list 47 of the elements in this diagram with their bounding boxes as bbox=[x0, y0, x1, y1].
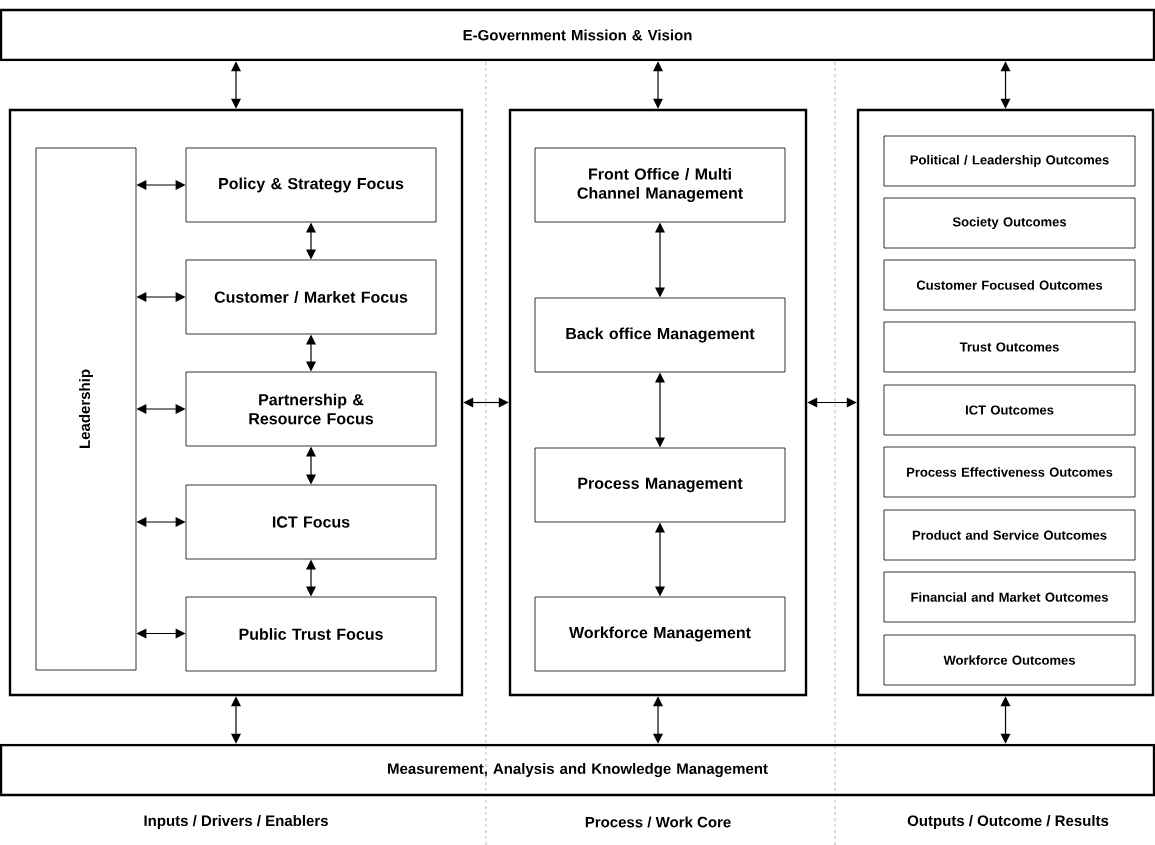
arrow bbox=[653, 61, 663, 109]
outcome-box: Trust Outcomes bbox=[883, 321, 1136, 373]
column-label: Process / Work Core bbox=[585, 816, 731, 828]
group-panel bbox=[856, 108, 1155, 697]
outcome-box: Political / Leadership Outcomes bbox=[883, 135, 1136, 187]
group-panel bbox=[508, 108, 808, 697]
process-box: Policy & Strategy Focus bbox=[185, 147, 437, 223]
arrow bbox=[1000, 696, 1011, 744]
arrow bbox=[463, 397, 509, 408]
arrow bbox=[136, 292, 186, 302]
arrow bbox=[306, 334, 316, 372]
process-box: Public Trust Focus bbox=[185, 596, 437, 672]
arrow bbox=[306, 559, 316, 597]
outcome-box: Workforce Outcomes bbox=[883, 634, 1136, 686]
process-box: Leadership bbox=[35, 147, 137, 671]
arrow bbox=[231, 696, 241, 744]
outcome-box: ICT Outcomes bbox=[883, 384, 1136, 436]
arrow bbox=[655, 222, 665, 298]
arrow bbox=[136, 180, 186, 190]
arrow bbox=[653, 696, 663, 744]
process-box: Front Office / Multi Channel Management bbox=[534, 147, 786, 223]
arrow bbox=[136, 628, 186, 639]
process-box: Workforce Management bbox=[534, 596, 786, 672]
arrow bbox=[655, 522, 665, 597]
process-box: Customer / Market Focus bbox=[185, 259, 437, 335]
process-box: Partnership & Resource Focus bbox=[185, 371, 437, 447]
outcome-box: Customer Focused Outcomes bbox=[883, 259, 1136, 311]
outcome-box: Society Outcomes bbox=[883, 197, 1136, 249]
title-bar: Measurement, Analysis and Knowledge Management bbox=[0, 743, 1155, 797]
arrow bbox=[655, 372, 665, 448]
arrow bbox=[136, 517, 186, 527]
process-box: Back office Management bbox=[534, 297, 786, 373]
arrow bbox=[231, 61, 241, 109]
process-box: Process Management bbox=[534, 447, 786, 523]
arrow bbox=[807, 397, 857, 408]
outcome-box: Financial and Market Outcomes bbox=[883, 571, 1136, 623]
process-box: ICT Focus bbox=[185, 484, 437, 560]
title-bar: E-Government Mission & Vision bbox=[0, 8, 1155, 62]
column-label: Outputs / Outcome / Results bbox=[907, 815, 1109, 829]
arrow bbox=[1000, 61, 1011, 109]
outcome-box: Product and Service Outcomes bbox=[883, 509, 1136, 561]
arrow bbox=[136, 404, 186, 414]
column-label: Inputs / Drivers / Enablers bbox=[144, 815, 328, 829]
outcome-box: Process Effectiveness Outcomes bbox=[883, 446, 1136, 498]
group-panel bbox=[8, 108, 464, 697]
arrow bbox=[306, 446, 316, 485]
arrow bbox=[306, 222, 316, 260]
